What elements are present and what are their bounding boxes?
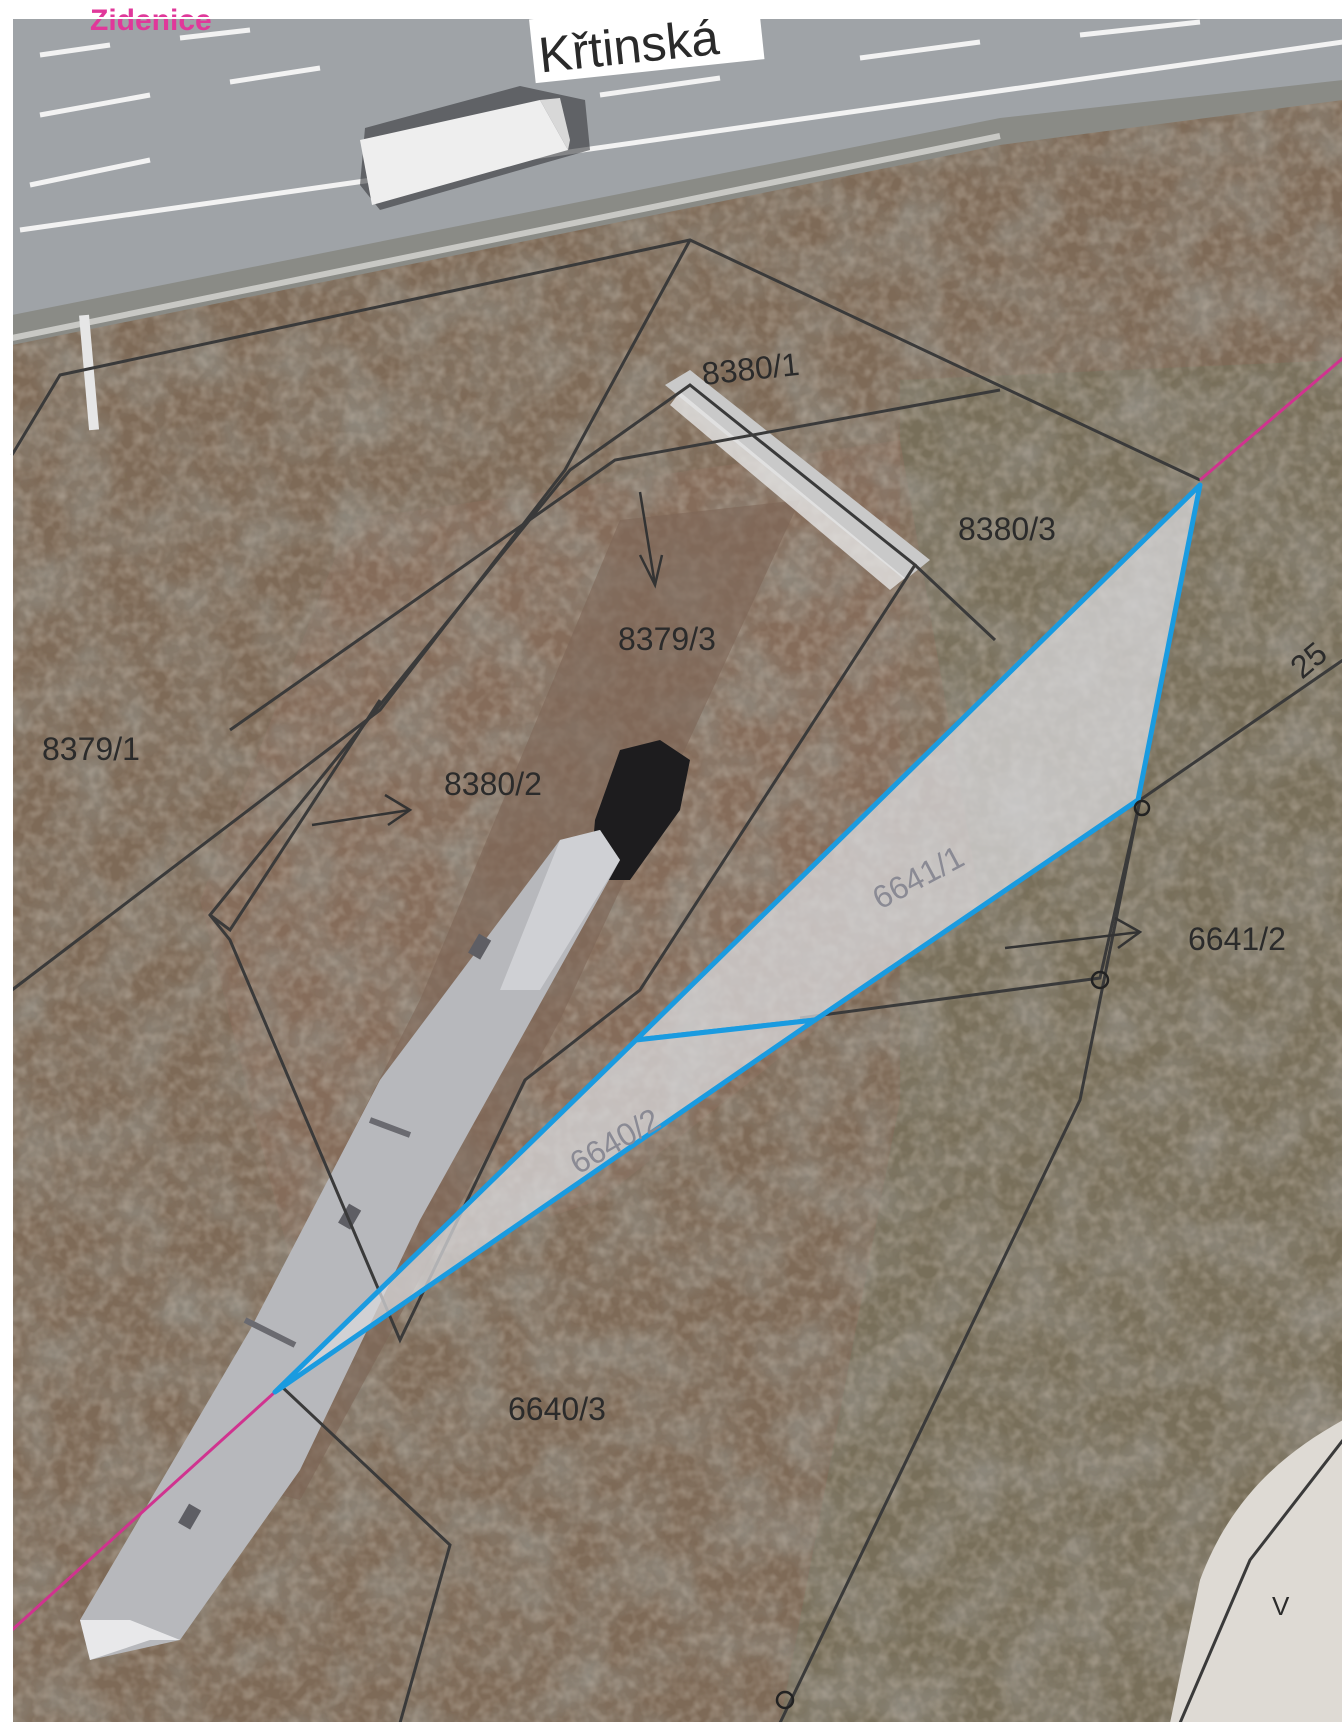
label-8380-3: 8380/3 (958, 511, 1056, 547)
parcel-8380-2-outline (208, 383, 917, 1344)
platform-roof (665, 370, 930, 580)
district-name: Zidenice (90, 4, 212, 37)
arrow-8380-2 (311, 808, 411, 827)
page-frame (11, 17, 1343, 1724)
parcel-8379-1-strip (209, 699, 382, 933)
arrowhead-6641-2 (1114, 916, 1143, 950)
arrow-6641-2 (1004, 930, 1141, 950)
signpost (79, 314, 100, 431)
aerial-photo (11, 18, 1343, 1723)
arrow-8379-3 (638, 491, 657, 586)
parcel-6641-east (778, 799, 1142, 1724)
label-8380-2: 8380/2 (444, 766, 542, 802)
label-6640-3: 6640/3 (508, 1391, 606, 1427)
platform-shelter (670, 392, 905, 590)
lane-markings (19, 19, 1343, 233)
label-corner-mark: V (1272, 1591, 1290, 1621)
arrowhead-8379-3 (638, 554, 664, 589)
van-vehicle (360, 86, 590, 210)
parcel-boundaries (10, 238, 1343, 1724)
train-shadow (590, 740, 690, 880)
parcel-6640-3-west (278, 1383, 452, 1724)
parcel-east-curve (1178, 1439, 1343, 1724)
label-8379-3: 8379/3 (618, 621, 716, 657)
train (80, 830, 620, 1660)
survey-point-3 (775, 1690, 795, 1710)
survey-point-1 (1090, 970, 1110, 990)
arrowhead-8380-2 (384, 793, 413, 827)
parcel-diagonal-1 (229, 388, 1001, 732)
road-shoulder (12, 80, 1343, 345)
highlighted-parcels (272, 482, 1203, 1395)
label-8379-1: 8379/1 (42, 731, 140, 767)
parcel-edge-north (10, 238, 1201, 482)
survey-point-2 (1133, 799, 1151, 817)
parcel-arrows (311, 491, 1143, 950)
label-6641-2: 6641/2 (1188, 921, 1286, 957)
district-boundary (10, 356, 1343, 1632)
parcel-25-line (1139, 658, 1343, 802)
parcel-8380-3-edge (913, 563, 997, 642)
survey-markers (775, 799, 1151, 1710)
guardrail (11, 133, 1001, 341)
parcel-6640-2-highlight (272, 1017, 818, 1395)
